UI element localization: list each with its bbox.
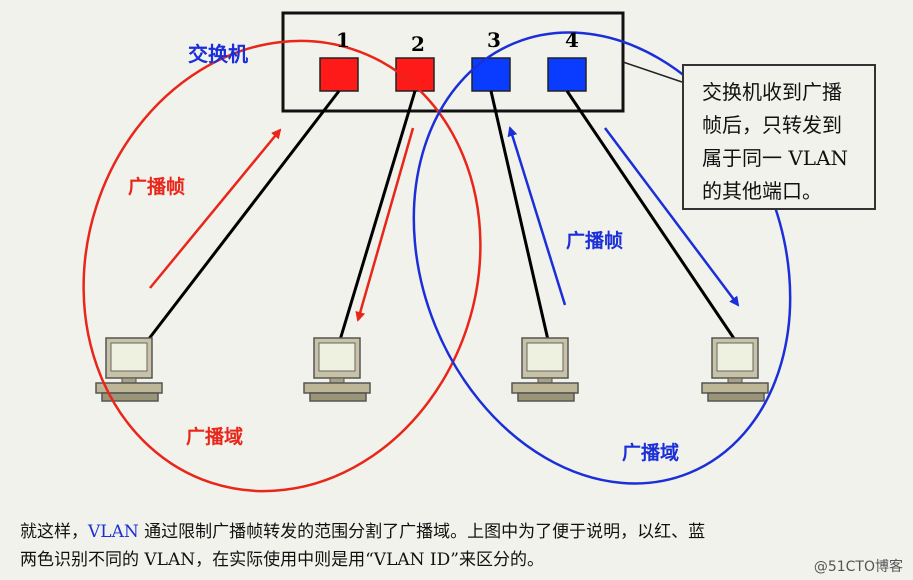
cable-1 — [146, 90, 341, 341]
left-broadcast-frame-label: 广播帧 — [128, 176, 186, 198]
callout-connector — [622, 61, 683, 83]
caption: 就这样，VLAN 通过限制广播帧转发的范围分割了广播域。上图中为了便于说明，以红… — [20, 518, 900, 574]
port-number-2: 2 — [411, 32, 425, 56]
blue-arrow-up — [507, 126, 567, 306]
left-broadcast-domain-label: 广播域 — [186, 426, 244, 448]
pc-1-icon — [95, 337, 163, 402]
pc-4-icon — [701, 337, 769, 402]
red-arrow-up — [149, 128, 282, 289]
blue-arrow-down — [604, 127, 740, 307]
port-number-3: 3 — [487, 28, 501, 52]
watermark: @51CTO博客 — [813, 559, 903, 575]
caption-line-1-start: 就这样， — [20, 522, 88, 542]
note-line-3: 属于同一 VLAN — [702, 146, 849, 170]
pc-2-icon — [303, 337, 371, 402]
cable-4 — [565, 90, 737, 341]
cable-2 — [338, 90, 417, 341]
port-3 — [471, 57, 511, 92]
caption-line-1-rest: 通过限制广播帧转发的范围分割了广播域。上图中为了便于说明，以红、蓝 — [138, 522, 706, 542]
note-line-1: 交换机收到广播 — [702, 80, 842, 104]
port-number-1: 1 — [336, 28, 350, 52]
caption-line-2: 两色识别不同的 VLAN，在实际使用中则是用“VLAN ID”来区分的。 — [20, 550, 544, 570]
left-broadcast-domain-ellipse — [82, 39, 482, 493]
port-number-4: 4 — [565, 28, 579, 52]
right-broadcast-frame-label: 广播帧 — [566, 230, 624, 252]
pc-3-icon — [511, 337, 579, 402]
port-1 — [319, 57, 359, 92]
cable-3 — [489, 90, 550, 341]
right-broadcast-domain-label: 广播域 — [622, 442, 680, 464]
caption-vlan-highlight: VLAN — [88, 522, 139, 542]
note-line-4: 的其他端口。 — [702, 179, 822, 203]
caption-line-1: 就这样，VLAN 通过限制广播帧转发的范围分割了广播域。上图中为了便于说明，以红… — [20, 518, 900, 546]
switch-label: 交换机 — [188, 42, 248, 66]
note-line-2: 帧后，只转发到 — [702, 113, 842, 137]
port-4 — [547, 57, 587, 92]
explanation-note: 交换机收到广播 帧后，只转发到 属于同一 VLAN 的其他端口。 — [682, 64, 876, 210]
red-arrow-down — [355, 127, 415, 322]
